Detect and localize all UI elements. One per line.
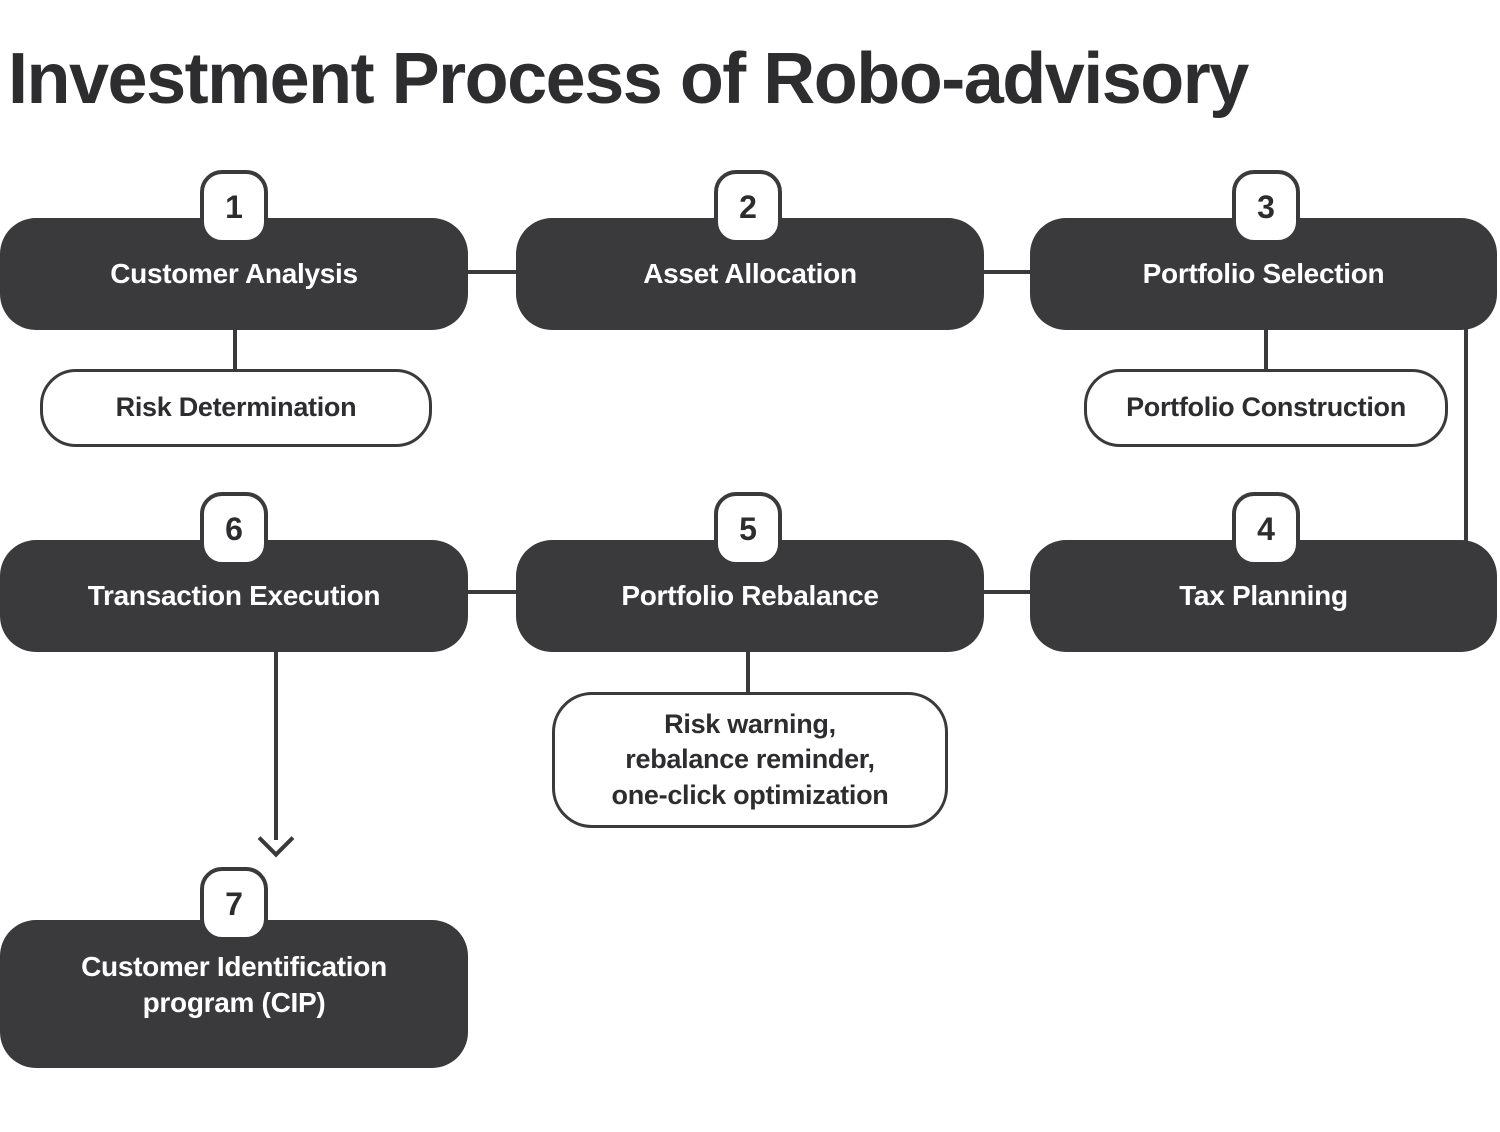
badge-step-7-number: 7	[225, 885, 243, 922]
callout-rebalance-details-line2: rebalance reminder,	[625, 744, 875, 775]
node-customer-analysis-label: Customer Analysis	[110, 257, 358, 289]
node-customer-identification-program: Customer Identification program (CIP)	[0, 920, 468, 1068]
badge-step-6: 6	[200, 492, 268, 566]
callout-risk-determination-label: Risk Determination	[115, 392, 357, 423]
node-tax-planning-label: Tax Planning	[1179, 579, 1348, 611]
connector-transaction-execution-portfolio-rebalance	[466, 590, 518, 594]
callout-rebalance-details: Risk warning, rebalance reminder, one-cl…	[552, 692, 948, 828]
badge-step-2-number: 2	[739, 188, 757, 225]
node-transaction-execution: Transaction Execution	[0, 540, 468, 652]
node-customer-identification-program-label: Customer Identification program (CIP)	[81, 950, 387, 1018]
node-asset-allocation-label: Asset Allocation	[643, 257, 857, 289]
connector-portfolio-rebalance-tax-planning	[981, 590, 1033, 594]
badge-step-5-number: 5	[739, 510, 757, 547]
badge-step-2: 2	[714, 170, 782, 244]
badge-step-3: 3	[1232, 170, 1300, 244]
connector-portfolio-rebalance-details	[746, 650, 750, 695]
node-portfolio-rebalance-label: Portfolio Rebalance	[621, 579, 879, 611]
connector-customer-analysis-risk-determination	[233, 328, 237, 372]
callout-risk-determination: Risk Determination	[40, 369, 432, 447]
badge-step-4: 4	[1232, 492, 1300, 566]
arrow-down-icon	[257, 820, 295, 858]
callout-portfolio-construction: Portfolio Construction	[1084, 369, 1448, 447]
connector-portfolio-selection-portfolio-construction	[1264, 328, 1268, 372]
callout-portfolio-construction-label: Portfolio Construction	[1126, 392, 1406, 423]
badge-step-7: 7	[200, 867, 268, 941]
badge-step-5: 5	[714, 492, 782, 566]
badge-step-1-number: 1	[225, 188, 243, 225]
badge-step-1: 1	[200, 170, 268, 244]
badge-step-3-number: 3	[1257, 188, 1275, 225]
page-title: Investment Process of Robo-advisory	[8, 39, 1249, 119]
node-portfolio-selection-label: Portfolio Selection	[1142, 257, 1385, 289]
callout-rebalance-details-line1: Risk warning,	[664, 708, 836, 739]
connector-customer-analysis-asset-allocation	[466, 270, 518, 274]
callout-rebalance-details-line3: one-click optimization	[611, 779, 889, 810]
node-asset-allocation: Asset Allocation	[516, 218, 984, 330]
node-transaction-execution-label: Transaction Execution	[87, 579, 381, 611]
badge-step-6-number: 6	[225, 510, 243, 547]
connector-portfolio-selection-tax-planning	[1464, 328, 1468, 542]
connector-transaction-execution-cip	[274, 650, 278, 840]
connector-asset-allocation-portfolio-selection	[981, 270, 1033, 274]
badge-step-4-number: 4	[1257, 510, 1275, 547]
